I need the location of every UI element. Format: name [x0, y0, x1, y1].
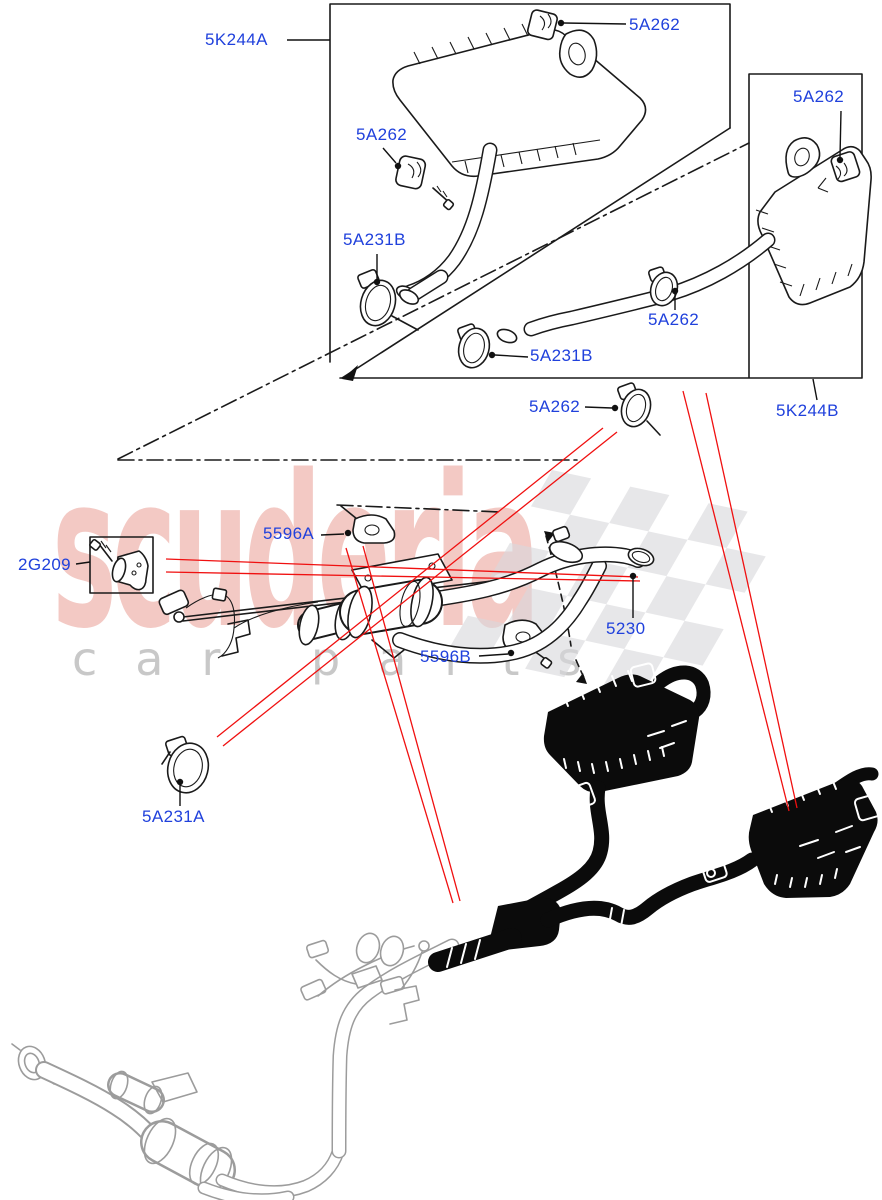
part-label-5K244B[interactable]: 5K244B	[776, 401, 839, 420]
clamp-5a262-pipe	[647, 266, 679, 307]
part-label-2G209[interactable]: 2G209	[18, 555, 72, 574]
clamp-5a262-top	[526, 9, 558, 41]
clamp-5a231b-2	[457, 323, 491, 369]
red-reference-lines	[165, 390, 798, 904]
callout-box-5K244B	[339, 73, 863, 379]
gasket-5596a	[352, 514, 396, 544]
part-label-5230[interactable]: 5230	[606, 619, 646, 638]
clamp-5a231b-1	[357, 268, 419, 331]
part-label-5596B[interactable]: 5596B	[420, 647, 472, 666]
part-label-5A262-4[interactable]: 5A262	[648, 310, 700, 329]
part-label-5A262-1[interactable]: 5A262	[629, 15, 681, 34]
clamp-5a231a	[161, 735, 210, 794]
installed-exhaust-silhouette	[355, 662, 882, 972]
rear-muffler-rh-art	[457, 137, 872, 369]
part-label-5A231B-2[interactable]: 5A231B	[530, 346, 593, 365]
part-label-5A262-3[interactable]: 5A262	[356, 125, 408, 144]
center-pipe-assembly-art	[158, 525, 655, 664]
part-label-5596A[interactable]: 5596A	[263, 524, 315, 543]
leader-lines	[75, 19, 844, 806]
callout-box-5K244A	[329, 3, 731, 363]
front-pipe-ghost-art	[11, 938, 460, 1200]
explosion-axis-lines	[117, 127, 750, 520]
rear-muffler-lh-art	[357, 9, 647, 331]
clamp-5a262-midleft	[395, 155, 455, 211]
part-label-5A262-5[interactable]: 5A262	[529, 397, 581, 416]
part-label-5A231B-1[interactable]: 5A231B	[343, 230, 406, 249]
part-label-5A231A[interactable]: 5A231A	[142, 807, 205, 826]
mount-2g209	[89, 536, 154, 594]
clamp-5a262-exploded	[617, 382, 661, 436]
part-label-5A262-2[interactable]: 5A262	[793, 87, 845, 106]
part-label-5K244A[interactable]: 5K244A	[205, 30, 268, 49]
